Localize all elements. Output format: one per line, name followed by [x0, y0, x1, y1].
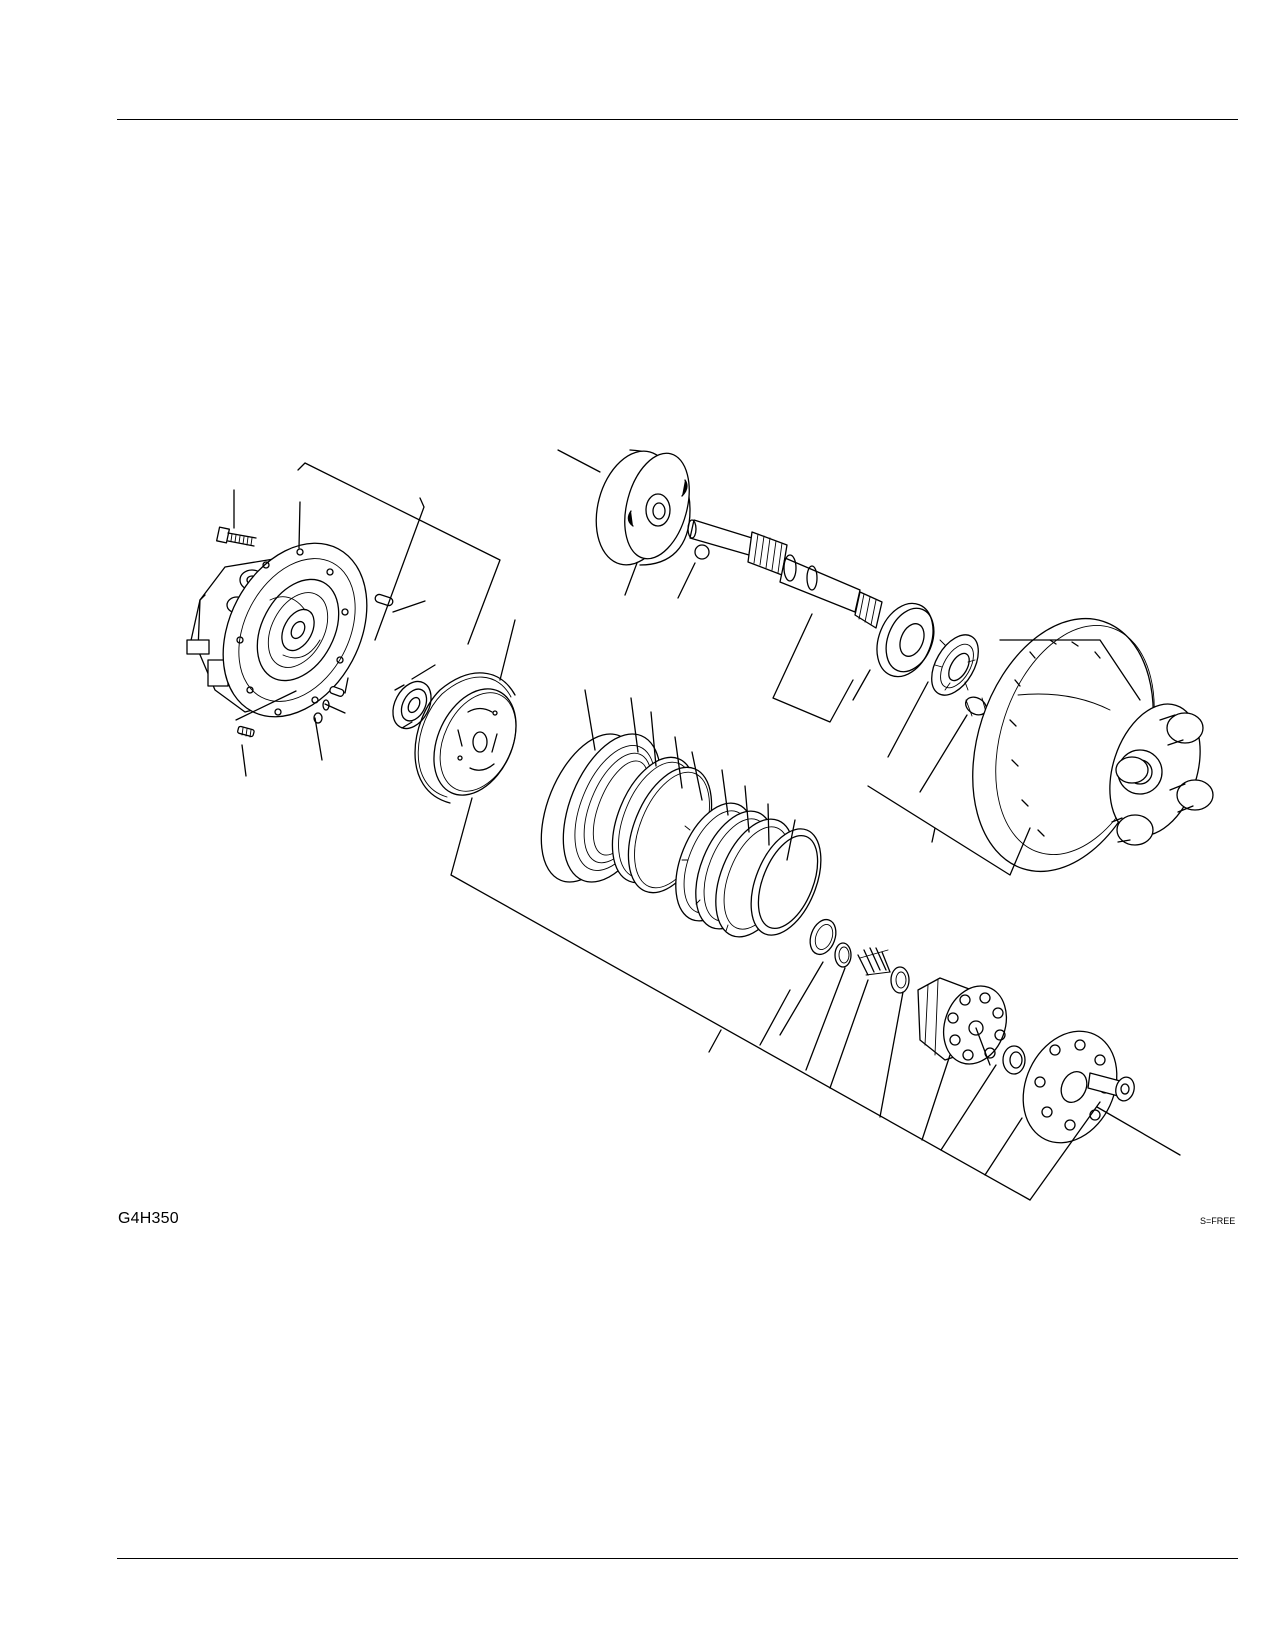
snap-ring	[414, 672, 516, 804]
valve-plate	[433, 688, 517, 796]
motor-case	[972, 617, 1214, 873]
oil-seal	[931, 634, 979, 696]
valve-housing	[186, 542, 368, 718]
scale-note-label: S=FREE	[1200, 1216, 1236, 1226]
washer	[834, 942, 852, 968]
bolt	[216, 526, 257, 547]
retainer-washer	[890, 966, 910, 994]
bearing-right	[876, 602, 935, 678]
snap-ring-small	[809, 918, 837, 956]
drive-shaft	[687, 519, 883, 629]
spherical-bushing	[1002, 1045, 1026, 1075]
pressure-ring	[750, 828, 822, 936]
bearing-left	[392, 680, 432, 730]
piston	[1087, 1072, 1135, 1102]
spring	[857, 947, 891, 976]
swash-plate	[595, 449, 691, 566]
small-pins	[237, 685, 345, 738]
ball	[694, 544, 710, 560]
header-rule	[117, 119, 1238, 120]
cylinder-block	[917, 977, 1007, 1066]
figure-id-label: G4H350	[118, 1210, 179, 1227]
leader-lines	[233, 449, 1181, 1201]
footer-rule	[117, 1558, 1238, 1559]
